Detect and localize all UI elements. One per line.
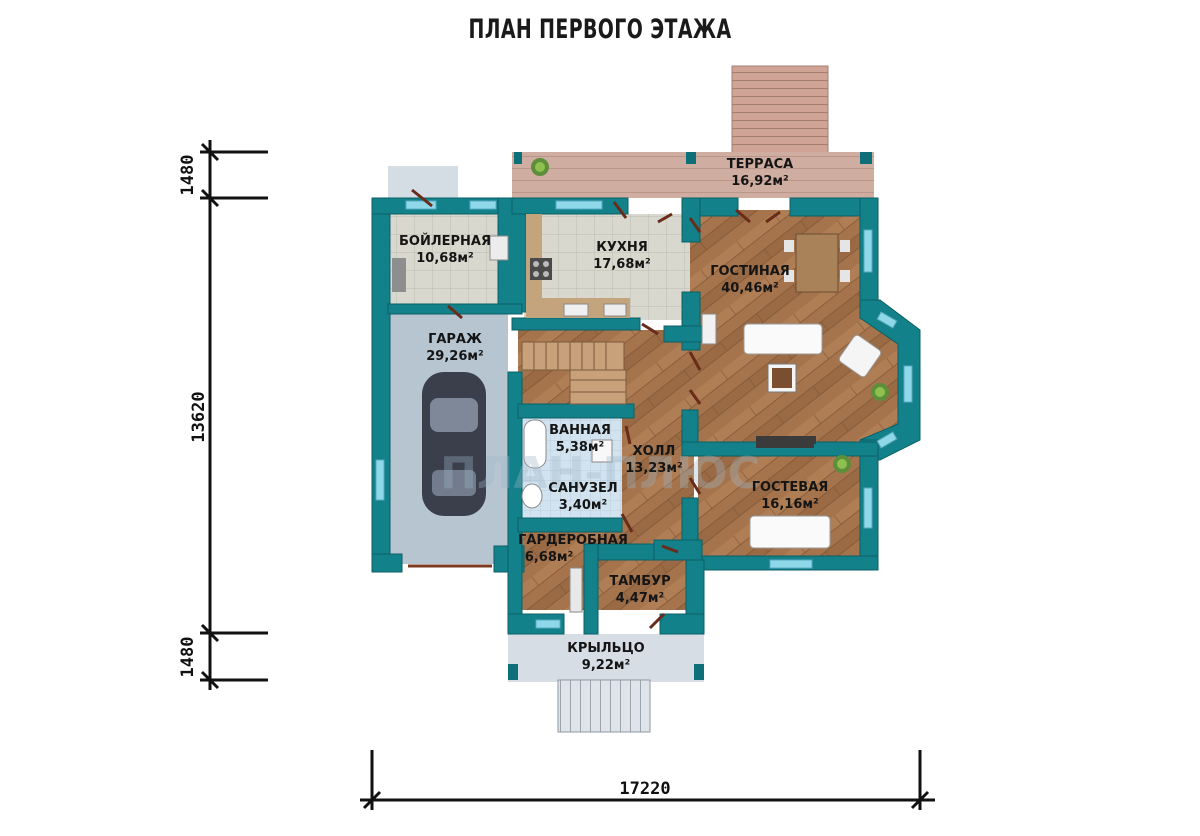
plant-icon: [531, 158, 549, 176]
kitchen-sink: [563, 303, 589, 317]
windows: [375, 200, 913, 629]
plant-icon: [833, 455, 851, 473]
room-area-vestibule: 4,47м²: [616, 591, 664, 606]
fridge: [603, 303, 627, 317]
dining-table: [795, 233, 839, 293]
room-area-boiler: 10,68м²: [416, 251, 473, 266]
doors: [408, 188, 781, 630]
room-area-living: 40,46м²: [721, 281, 778, 296]
room-area-wc: 3,40м²: [559, 498, 607, 513]
room-area-guest: 16,16м²: [761, 497, 818, 512]
room-name-wc: САНУЗЕЛ: [548, 481, 617, 496]
dim-top: 1480: [178, 155, 198, 196]
sofa: [743, 323, 823, 355]
terrace-area: [512, 65, 874, 198]
plant-icon: [871, 383, 889, 401]
dim-middle: 13620: [189, 391, 209, 442]
interior-stairs: [521, 341, 627, 405]
room-area-porch: 9,22м²: [582, 658, 630, 673]
room-name-wardrobe: ГАРДЕРОБНАЯ: [518, 533, 628, 548]
room-name-porch: КРЫЛЬЦО: [567, 641, 644, 656]
car-icon: [422, 372, 486, 516]
dimension-lines: [200, 140, 935, 810]
room-name-vestibule: ТАМБУР: [609, 574, 670, 589]
toilet: [521, 483, 543, 509]
room-name-guest: ГОСТЕВАЯ: [752, 480, 829, 495]
room-name-kitchen: КУХНЯ: [596, 240, 648, 255]
water-heater: [489, 235, 509, 261]
room-area-terrace: 16,92м²: [731, 174, 788, 189]
room-name-garage: ГАРАЖ: [428, 332, 482, 347]
watermark: ПЛАН-ПЛЮС: [440, 448, 760, 499]
room-area-bathroom: 5,38м²: [556, 440, 604, 455]
bathtub: [523, 419, 547, 469]
dim-bottom: 1480: [178, 637, 198, 678]
room-labels: ТЕРРАСА 16,92м² БОЙЛЕРНАЯ 10,68м² КУХНЯ …: [399, 157, 828, 673]
fireplace: [701, 313, 717, 345]
furniture: [392, 214, 889, 613]
room-name-living: ГОСТИНАЯ: [710, 264, 790, 279]
stove: [530, 258, 552, 280]
room-name-bathroom: ВАННАЯ: [549, 423, 611, 438]
wardrobe-rack: [569, 567, 583, 613]
room-area-wardrobe: 6,68м²: [525, 550, 573, 565]
room-area-kitchen: 17,68м²: [593, 257, 650, 272]
room-name-terrace: ТЕРРАСА: [727, 157, 793, 172]
room-name-boiler: БОЙЛЕРНАЯ: [399, 233, 491, 249]
boiler-entrance-pad: [388, 166, 458, 202]
guest-tv: [756, 440, 814, 448]
washbasin: [591, 439, 613, 463]
porch-area: [508, 634, 704, 733]
boiler-unit: [392, 258, 406, 292]
dim-width: 17220: [619, 779, 670, 799]
room-area-hall: 13,23м²: [625, 461, 682, 476]
armchair: [838, 334, 882, 378]
guest-bed: [749, 515, 831, 549]
room-name-hall: ХОЛЛ: [633, 444, 676, 459]
room-area-garage: 29,26м²: [426, 349, 483, 364]
plan-title: ПЛАН ПЕРВОГО ЭТАЖА: [468, 14, 732, 45]
